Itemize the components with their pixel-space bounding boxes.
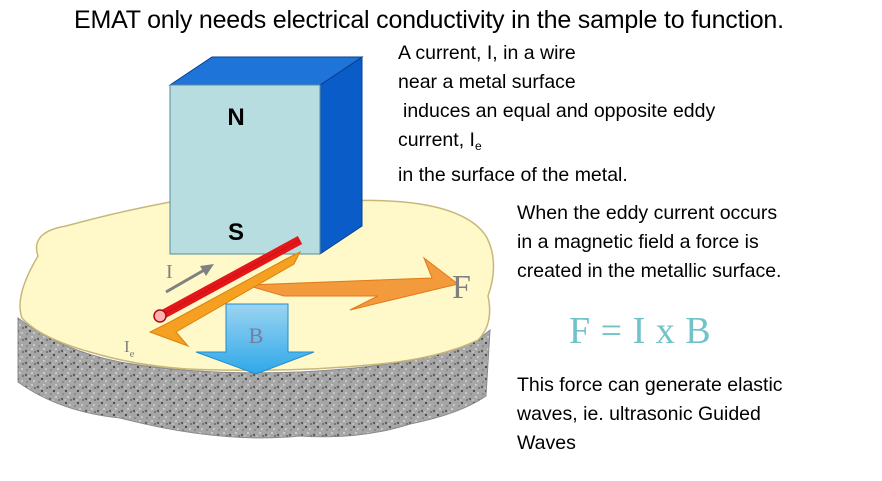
force-label: F <box>452 269 471 306</box>
magnetic-field-arrow <box>195 303 315 375</box>
current-explanation-line-4-text: current, I <box>398 129 475 151</box>
magnet-north-label: N <box>227 104 244 131</box>
magnet-side-face <box>319 56 363 255</box>
magnet-south-label: S <box>228 219 244 246</box>
force-explanation-line-1: When the eddy current occurs <box>517 202 778 224</box>
current-arrow <box>165 267 207 294</box>
current-explanation-line-5: in the surface of the metal. <box>398 164 628 186</box>
magnetic-field-label: B <box>249 323 264 348</box>
wire <box>157 236 303 320</box>
waves-explanation: This force can generate elastic waves, i… <box>517 371 783 458</box>
force-arrow <box>245 256 460 311</box>
current-arrow-head <box>200 264 214 276</box>
eddy-current-arrow <box>148 250 302 348</box>
current-explanation: A current, I, in a wire near a metal sur… <box>398 39 715 190</box>
current-explanation-line-4: current, Ie <box>398 126 715 161</box>
eddy-subscript: e <box>474 139 482 153</box>
waves-explanation-line-1: This force can generate elastic <box>517 374 783 396</box>
force-explanation: When the eddy current occurs in a magnet… <box>517 199 781 286</box>
current-label: I <box>166 261 173 283</box>
current-explanation-line-2: near a metal surface <box>398 71 576 93</box>
force-explanation-line-2: in a magnetic field a force is <box>517 231 759 253</box>
force-explanation-line-3: created in the metallic surface. <box>517 260 782 282</box>
page-title: EMAT only needs electrical conductivity … <box>74 6 784 34</box>
waves-explanation-line-3: Waves <box>517 432 576 454</box>
eddy-current-label: Ie <box>124 337 135 360</box>
current-explanation-line-1: A current, I, in a wire <box>398 42 576 64</box>
wire-highlight <box>159 239 301 317</box>
magnet-front-face <box>169 84 321 255</box>
current-explanation-line-3: induces an equal and opposite eddy <box>403 100 716 122</box>
wire-end <box>153 309 167 323</box>
lorentz-formula: F = I x B <box>569 310 712 352</box>
waves-explanation-line-2: waves, ie. ultrasonic Guided <box>517 403 761 425</box>
sample-side <box>17 316 491 439</box>
